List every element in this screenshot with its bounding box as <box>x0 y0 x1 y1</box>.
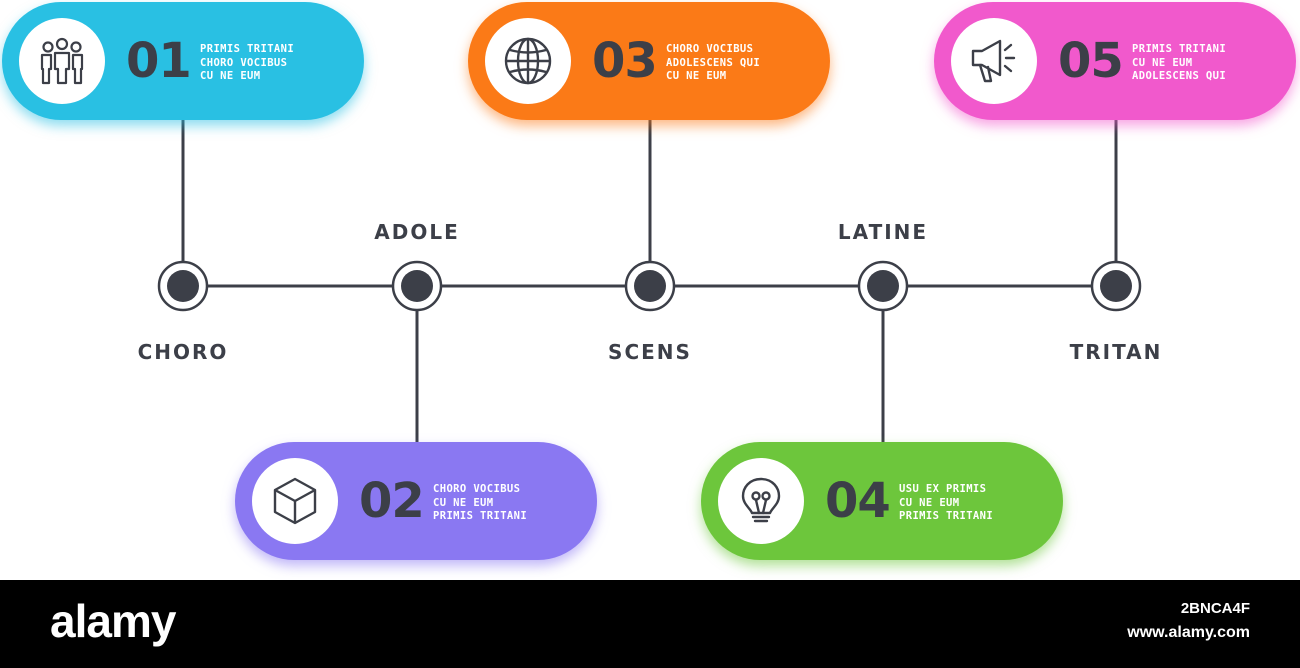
site-url: www.alamy.com <box>1127 624 1250 641</box>
step-number: 02 <box>359 473 425 529</box>
step-icon-circle <box>951 18 1037 104</box>
step-description: PRIMIS TRITANI CU NE EUM ADOLESCENS QUI <box>1132 43 1226 84</box>
step-icon-circle <box>19 18 105 104</box>
milestone-dot-tritan <box>1100 270 1132 302</box>
people-icon <box>40 37 84 85</box>
image-id: 2BNCA4F <box>1180 600 1250 617</box>
step-description-line: PRIMIS TRITANI <box>200 43 295 55</box>
infographic-timeline: CHORO ADOLE SCENS LATINE TRITAN 01 PRIMI… <box>2 2 1296 560</box>
step-card-03: 03 CHORO VOCIBUS ADOLESCENS QUI CU NE EU… <box>468 2 830 120</box>
step-description-line: CU NE EUM <box>1132 56 1193 69</box>
megaphone-icon <box>971 39 1016 83</box>
step-description-line: CU NE EUM <box>666 70 727 82</box>
lightbulb-icon <box>741 477 781 523</box>
milestone-dot-choro <box>167 270 199 302</box>
step-description-line: CHORO VOCIBUS <box>433 483 521 495</box>
step-description-line: ADOLESCENS QUI <box>666 56 761 69</box>
milestone-label-choro: CHORO <box>137 340 229 364</box>
step-number: 05 <box>1058 33 1124 89</box>
milestone-dot-scens <box>634 270 666 302</box>
step-card-05: 05 PRIMIS TRITANI CU NE EUM ADOLESCENS Q… <box>934 2 1296 120</box>
step-description: CHORO VOCIBUS ADOLESCENS QUI CU NE EUM <box>666 43 760 84</box>
step-icon-circle <box>718 458 804 544</box>
step-description-line: ADOLESCENS QUI <box>1132 70 1227 82</box>
step-description-line: CHORO VOCIBUS <box>200 56 288 69</box>
step-icon-circle <box>485 18 571 104</box>
step-description-line: PRIMIS TRITANI <box>899 510 994 522</box>
milestone-dot-latine <box>867 270 899 302</box>
cube-icon <box>273 477 317 525</box>
step-card-04: 04 USU EX PRIMIS CU NE EUM PRIMIS TRITAN… <box>701 442 1063 560</box>
step-card-02: 02 CHORO VOCIBUS CU NE EUM PRIMIS TRITAN… <box>235 442 597 560</box>
step-icon-circle <box>252 458 338 544</box>
step-card-01: 01 PRIMIS TRITANI CHORO VOCIBUS CU NE EU… <box>2 2 364 120</box>
step-description: CHORO VOCIBUS CU NE EUM PRIMIS TRITANI <box>433 483 527 524</box>
step-number: 03 <box>592 33 658 89</box>
milestone-label-latine: LATINE <box>837 220 929 244</box>
milestone-label-scens: SCENS <box>608 340 692 364</box>
watermark-footer: alamy 2BNCA4F www.alamy.com <box>0 580 1300 668</box>
step-description: USU EX PRIMIS CU NE EUM PRIMIS TRITANI <box>899 483 993 524</box>
step-description: PRIMIS TRITANI CHORO VOCIBUS CU NE EUM <box>200 43 294 84</box>
brand-logo: alamy <box>50 595 176 647</box>
step-description-line: CU NE EUM <box>899 496 960 509</box>
globe-icon <box>504 37 552 85</box>
milestone-label-adole: ADOLE <box>374 220 460 244</box>
step-description-line: CHORO VOCIBUS <box>666 43 754 55</box>
milestone-label-tritan: TRITAN <box>1069 340 1163 364</box>
step-number: 04 <box>825 473 891 529</box>
step-description-line: CU NE EUM <box>433 496 494 509</box>
step-description-line: PRIMIS TRITANI <box>1132 43 1227 55</box>
step-description-line: USU EX PRIMIS <box>899 483 987 495</box>
milestone-dot-adole <box>401 270 433 302</box>
step-description-line: PRIMIS TRITANI <box>433 510 528 522</box>
timeline-connectors <box>157 118 1142 442</box>
step-description-line: CU NE EUM <box>200 70 261 82</box>
step-number: 01 <box>126 33 192 89</box>
